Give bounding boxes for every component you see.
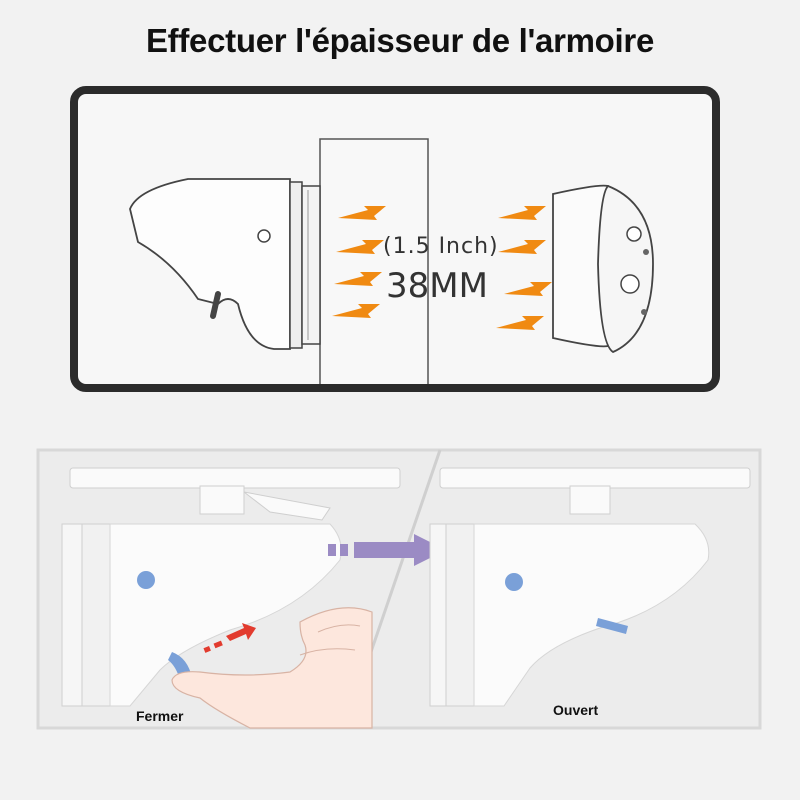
shelf-top-left <box>69 467 401 521</box>
transition-arrow-icon <box>328 534 446 566</box>
thickness-inches-label: (1.5 Inch) <box>383 234 499 259</box>
latch-lever-icon <box>596 618 628 634</box>
open-caption: Ouvert <box>553 702 599 718</box>
operation-diagram <box>36 448 762 730</box>
release-dot-icon <box>137 571 155 589</box>
magnetic-field-arrows-left <box>332 206 386 318</box>
operation-diagram-panel: Fermer Ouvert <box>0 440 800 740</box>
lock-body-open <box>429 523 710 707</box>
thickness-mm-label: 38MM <box>386 266 488 306</box>
hand-icon <box>171 607 373 729</box>
closed-caption: Fermer <box>136 708 184 724</box>
lock-body-icon <box>129 178 321 350</box>
thickness-diagram-panel: (1.5 Inch) 38MM <box>70 86 720 392</box>
magnetic-field-arrows-right <box>496 206 552 330</box>
cabinet-board <box>319 138 429 384</box>
shelf-top-right <box>439 467 751 515</box>
release-dot-icon-open <box>505 573 523 591</box>
press-hint-arrow-icon <box>203 623 256 653</box>
magnetic-key-icon <box>552 184 654 354</box>
thickness-diagram <box>129 138 654 384</box>
page-title: Effectuer l'épaisseur de l'armoire <box>145 22 655 59</box>
lock-body-closed <box>61 523 342 707</box>
